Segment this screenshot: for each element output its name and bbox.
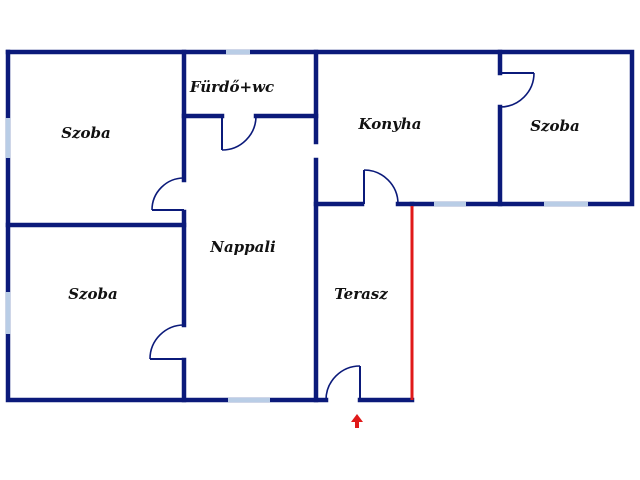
room-label-konyha: Konyha — [358, 115, 422, 133]
room-label-nappali: Nappali — [209, 238, 276, 256]
door-szoba-bottom-left — [149, 324, 185, 360]
room-label-szoba-bottom-left: Szoba — [68, 285, 118, 303]
room-label-szoba-right: Szoba — [530, 117, 580, 135]
door-szoba-right — [499, 72, 535, 108]
arrow-up-icon — [351, 414, 363, 428]
door-entrance — [325, 365, 361, 401]
door-konyha — [363, 169, 399, 205]
exterior-walls — [5, 49, 635, 403]
doors — [149, 72, 535, 401]
interior-walls — [5, 49, 503, 403]
room-label-terasz: Terasz — [334, 285, 388, 303]
room-label-furdo-wc: Fürdő+wc — [189, 78, 274, 96]
room-label-szoba-top-left: Szoba — [61, 124, 111, 142]
door-furdo — [221, 115, 257, 151]
windows — [5, 49, 588, 403]
door-szoba-top-left — [151, 177, 185, 211]
